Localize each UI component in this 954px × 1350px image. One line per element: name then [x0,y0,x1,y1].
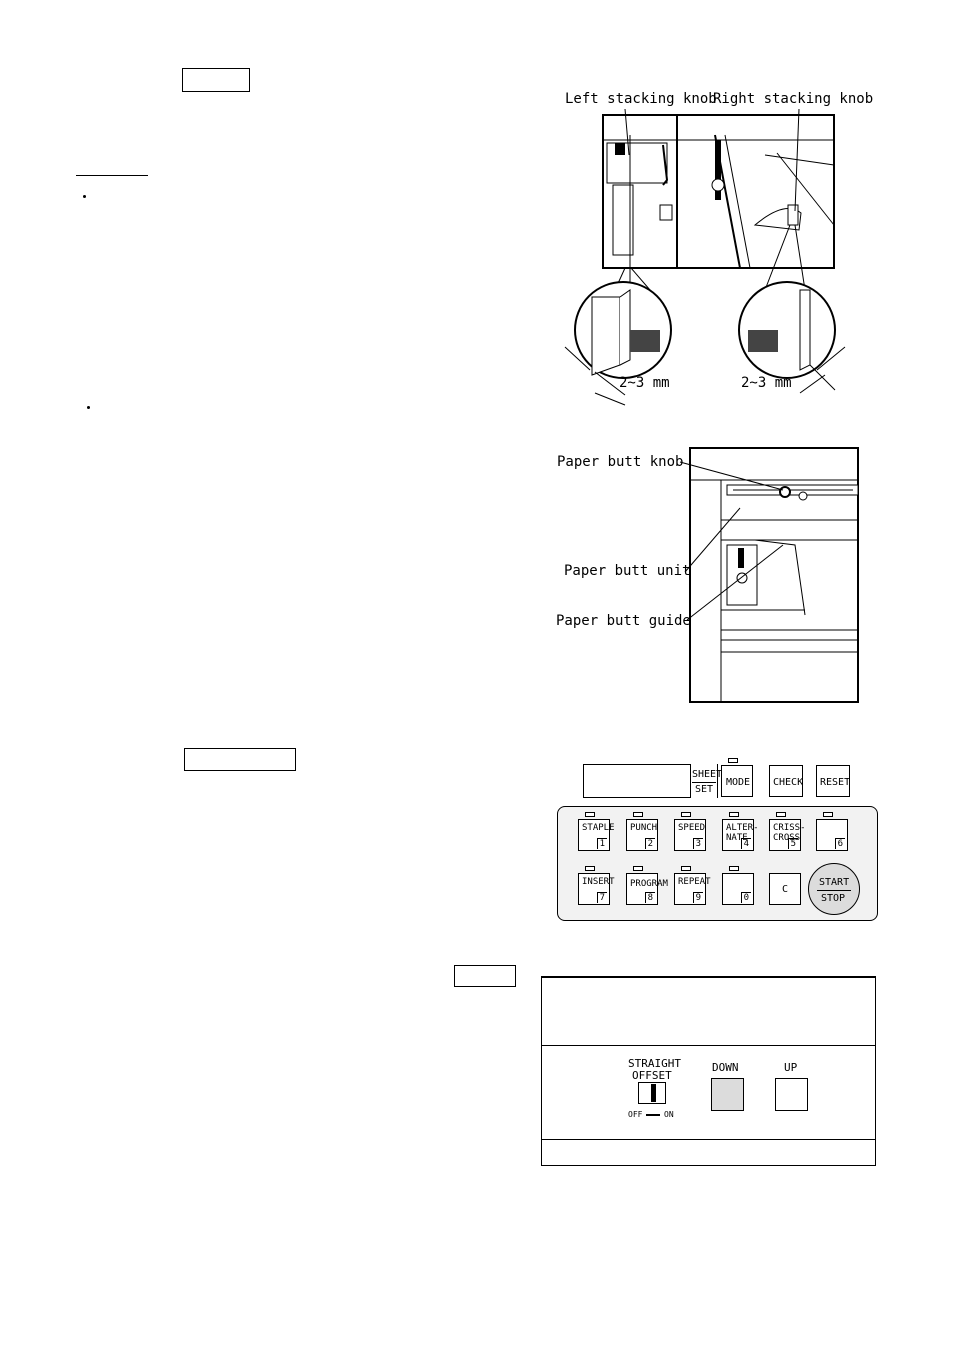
alternate-key-num: 4 [740,838,751,849]
staple-key[interactable]: STAPLE 1 [578,819,615,851]
insert-key-num: 7 [596,892,607,903]
mode-button[interactable]: MODE [721,765,753,797]
down-label: DOWN [712,1061,739,1074]
speed-key-label: SPEED [678,823,706,833]
check-button[interactable]: CHECK [769,765,803,797]
set-label: SET [695,784,714,795]
start-stop-button[interactable]: START STOP [808,863,860,915]
staple-key-label: STAPLE [582,823,615,833]
section-underline [76,175,148,176]
insert-led [585,866,595,871]
left-stacking-knob-label: Left stacking knob [565,91,717,107]
alternate-key[interactable]: ALTER- NATE 4 [722,819,759,851]
display-divider [690,765,691,797]
clear-key[interactable]: C [769,873,801,905]
key-0-num: 0 [740,892,751,903]
check-label: CHECK [773,777,804,788]
punch-led [633,812,643,817]
start-stop-divider [817,890,851,891]
tray-panel: STRAIGHT OFFSET OFF ON DOWN UP [541,976,876,1166]
straight-offset-switch[interactable] [638,1082,666,1104]
repeat-key-num: 9 [692,892,703,903]
program-key-label: PROGRAM [630,879,668,889]
program-led [633,866,643,871]
off-on-line [646,1114,660,1116]
down-button[interactable] [711,1078,744,1111]
alternate-key-label: ALTER- NATE [726,823,759,843]
mode-label: MODE [726,777,751,788]
stacking-knob-figure: Left stacking knob Right stacking knob [555,85,873,410]
sheet-display [583,764,691,798]
key-6[interactable]: 6 [816,819,848,851]
repeat-key[interactable]: REPEAT 9 [674,873,711,905]
switch-lever [651,1084,656,1102]
bullet-2 [87,406,90,409]
right-gap-dimension: 2~3 mm [741,375,792,391]
paper-butt-drawing [679,447,859,703]
off-label: OFF [628,1110,643,1119]
stop-label: STOP [821,893,846,904]
reset-button[interactable]: RESET [816,765,850,797]
sheet-label: SHEET [692,769,723,780]
repeat-led [681,866,691,871]
inline-key-box-3 [454,965,516,987]
left-gap-dimension: 2~3 mm [619,375,670,391]
paper-butt-figure: Paper butt knob Paper butt unit Paper bu… [555,445,860,705]
up-label: UP [784,1061,798,1074]
program-key-num: 8 [644,892,655,903]
crisscross-key[interactable]: CRISS- CROSS 5 [769,819,806,851]
repeat-key-label: REPEAT [678,877,711,887]
control-panel: SHEET SET MODE CHECK RESET STAPLE 1 PUNC… [555,755,880,925]
key-0[interactable]: 0 [722,873,754,905]
staple-key-num: 1 [596,838,607,849]
tray-divider-top [542,1045,875,1046]
program-key[interactable]: PROGRAM 8 [626,873,668,905]
crisscross-led [776,812,786,817]
paper-butt-knob-label: Paper butt knob [557,454,684,470]
key6-led [823,812,833,817]
key0-led [729,866,739,871]
crisscross-key-label: CRISS- CROSS [773,823,806,843]
tray-divider-bottom [542,1139,875,1140]
straight-label: STRAIGHT [628,1057,681,1070]
punch-key-num: 2 [644,838,655,849]
bullet-1 [83,195,86,198]
up-button[interactable] [775,1078,808,1111]
sheet-set-divider [692,782,716,783]
insert-key-label: INSERT [582,877,615,887]
reset-label: RESET [820,777,851,788]
staple-led [585,812,595,817]
offset-label: OFFSET [632,1069,672,1082]
start-label: START [819,877,850,888]
clear-key-label: C [782,884,789,895]
alternate-led [729,812,739,817]
speed-key-num: 3 [692,838,703,849]
crisscross-key-num: 5 [787,838,798,849]
paper-butt-guide-label: Paper butt guide [556,613,691,629]
key-6-num: 6 [834,838,845,849]
speed-led [681,812,691,817]
inline-key-box-2 [184,748,296,771]
stacking-knob-drawing [564,108,846,406]
on-label: ON [664,1110,674,1119]
inline-key-box-1 [182,68,250,92]
punch-key[interactable]: PUNCH 2 [626,819,658,851]
punch-key-label: PUNCH [630,823,658,833]
right-stacking-knob-label: Right stacking knob [713,91,874,107]
speed-key[interactable]: SPEED 3 [674,819,706,851]
mode-led [728,758,738,763]
sheet-display-right-edge [717,764,718,798]
insert-key[interactable]: INSERT 7 [578,873,615,905]
paper-butt-unit-label: Paper butt unit [564,563,691,579]
